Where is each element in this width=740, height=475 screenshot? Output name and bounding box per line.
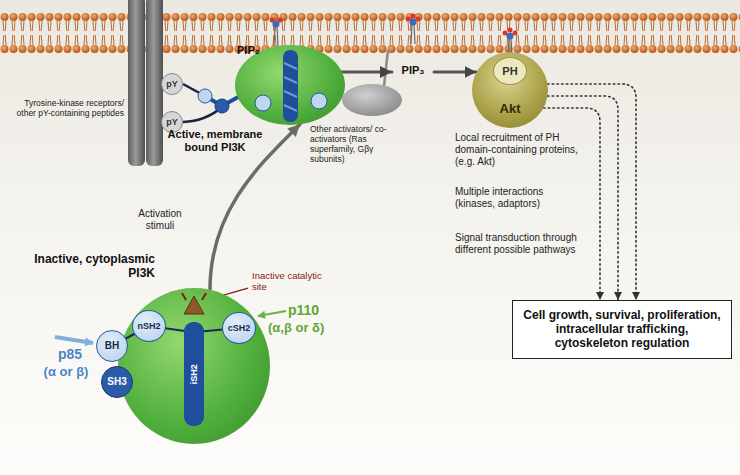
lipid-tail <box>411 24 412 44</box>
lipid-product: PIP₃ <box>392 22 434 80</box>
receptor-label: Tyrosine-kinase receptors/ other pY-cont… <box>6 98 124 118</box>
receptor-chain <box>128 0 145 166</box>
ph-domain: PH <box>493 57 527 85</box>
head-dot <box>416 17 421 22</box>
lipid-head <box>406 14 421 45</box>
lipid-tail <box>274 26 275 46</box>
head-dot <box>270 18 275 23</box>
head-dot <box>507 33 514 40</box>
node-text: pY <box>166 117 178 127</box>
lipid-tail <box>277 26 278 46</box>
leader-arrow <box>55 337 93 343</box>
signal-arrow <box>548 96 619 300</box>
receptor <box>128 0 163 166</box>
lipid-membrane <box>0 12 740 54</box>
node-text: BH <box>105 340 119 352</box>
outcome-box: Cell growth, survival, proliferation, in… <box>512 300 732 359</box>
node-text: Cell growth, survival, proliferation, in… <box>523 309 721 350</box>
head-dot <box>278 18 283 23</box>
site-label: Inactive catalytic site <box>252 270 327 292</box>
bh-domain: BH <box>96 330 128 362</box>
domain-art <box>235 45 345 125</box>
signal-arrow <box>342 71 392 74</box>
subunit-name: p85 <box>58 346 98 363</box>
lipid-head <box>270 18 283 47</box>
text-wrap: iSH2 <box>184 322 204 426</box>
leader-arrow <box>258 311 286 316</box>
head-dot <box>508 28 513 33</box>
catalytic-site <box>184 296 204 314</box>
head-dot <box>513 31 518 36</box>
coil-domain <box>283 50 298 122</box>
head-dot <box>411 14 416 19</box>
ish2-domain: iSH2 <box>184 322 204 426</box>
node-text: (α,β or δ) <box>268 321 358 336</box>
text-wrap: cSH2 <box>223 313 255 343</box>
akt-kinase: Akt PH <box>472 52 548 128</box>
text-wrap: nSH2 <box>133 311 165 341</box>
activator-label: Other activators/ co-activators (Ras sup… <box>310 124 410 164</box>
subunit-isoforms: (α or β) <box>36 364 96 379</box>
phospho-site: pY <box>161 73 183 95</box>
lipid-tail <box>414 24 415 44</box>
node-text: Akt <box>472 102 548 117</box>
coil-stripe <box>284 63 297 111</box>
text-wrap: pY <box>162 74 182 94</box>
sh2-domain <box>215 99 229 113</box>
sh2-domain: cSH2 <box>222 312 256 344</box>
sh2-domain: nSH2 <box>132 310 166 342</box>
node-text: nSH2 <box>137 321 160 331</box>
node-text: PIP₃ <box>392 64 434 77</box>
sh2-domain <box>311 93 327 109</box>
node-text: cSH2 <box>228 323 251 333</box>
signal-arrow <box>548 84 637 300</box>
signal-arrow <box>434 71 477 74</box>
head-dot <box>406 17 411 22</box>
site-mark <box>182 293 206 300</box>
head-dot <box>410 19 417 26</box>
text-wrap: PH <box>494 58 526 84</box>
bound-adaptor <box>183 84 240 122</box>
head-dot <box>503 31 508 36</box>
state-label: Inactive, cytoplasmic PI3K <box>20 252 155 280</box>
step-note: Multiple interactions (kinases, adaptors… <box>455 186 580 210</box>
activator-oval <box>342 84 402 116</box>
active-pi3k: PIP₂ <box>235 45 345 125</box>
state-label: Active, membrane bound PI3K <box>163 128 267 154</box>
sh2-domain <box>255 95 271 111</box>
co-activator <box>342 50 402 116</box>
node-text: PIP₂ <box>237 44 260 57</box>
node-text: PH <box>502 65 517 78</box>
step-note: Signal transduction through different po… <box>455 232 580 256</box>
node-text: pY <box>166 79 178 89</box>
text-wrap: SH3 <box>102 367 132 397</box>
node-text: iSH2 <box>189 364 199 384</box>
linker-line <box>112 326 239 346</box>
inactive-pi3k: p110(α,β or δ)nSH2iSH2cSH2 <box>118 288 270 444</box>
node-text: SH3 <box>107 376 126 388</box>
sh2-domain <box>198 89 212 103</box>
step-note: Local recruitment of PH domain-containin… <box>455 132 580 167</box>
node-text: p110 <box>288 302 358 318</box>
sh3-domain: SH3 <box>101 366 133 398</box>
arrow-label: Activation stimuli <box>125 208 195 232</box>
anchor-stem <box>384 50 388 86</box>
text-wrap: BH <box>97 331 127 361</box>
